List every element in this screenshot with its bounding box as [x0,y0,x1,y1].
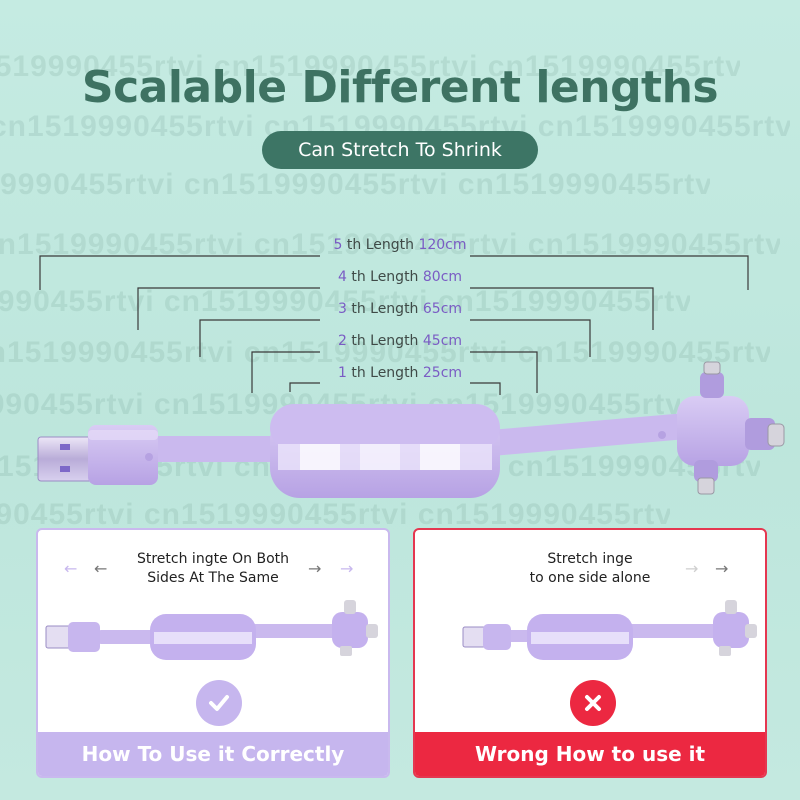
cable-strip-right [459,413,691,459]
correct-usage-instruction: Stretch ingte On Both Sides At The Same [38,550,388,588]
watermark: cn1519990455rtvi cn1519990455rtvi cn1519… [0,50,740,83]
watermark: cn1519990455rtvi cn1519990455rtvi cn1519… [0,336,770,369]
length-3-label: 3 th Length 65cm [337,301,463,317]
bracket-5 [39,255,749,290]
page-title: Scalable Different lengths [81,62,719,113]
wrong-badge [570,680,616,726]
bracket-3 [199,319,591,357]
watermark: cn1519990455rtvi cn1519990455rtvi cn1519… [0,168,710,201]
wrong-line-2: to one side alone [529,570,651,586]
correct-line-2: Sides At The Same [147,570,279,586]
arrow-right-icon: → [685,559,699,578]
subtitle-text: Can Stretch To Shrink [298,139,502,161]
arrow-left-icon: ← [64,559,78,578]
subtitle-pill: Can Stretch To Shrink [262,131,538,169]
cable-strip-left [150,436,285,462]
length-brackets [39,255,749,395]
length-1-label: 1 th Length 25cm [337,365,463,381]
correct-badge [196,680,242,726]
length-4-label: 4 th Length 80cm [337,269,463,285]
length-2-label: 2 th Length 45cm [337,333,463,349]
wrong-footer-text: Wrong How to use it [474,742,706,766]
correct-usage-footer: How To Use it Correctly [38,732,388,776]
arrow-left-icon: ← [94,559,108,578]
wrong-usage-panel: Stretch inge to one side alone → → Wrong… [413,528,767,778]
correct-footer-text: How To Use it Correctly [81,742,345,766]
x-icon [585,695,601,711]
length-5-label: 5 th Length 120cm [333,237,467,253]
check-icon [209,695,229,711]
wrong-line-1: Stretch inge [547,551,633,567]
watermark: cn1519990455rtvi cn1519990455rtvi cn1519… [0,498,670,531]
wrong-usage-instruction: Stretch inge to one side alone [415,550,765,588]
bracket-2 [251,351,538,393]
arrow-right-icon: → [715,559,729,578]
correct-usage-panel: Stretch ingte On Both Sides At The Same … [36,528,390,778]
arrow-right-icon: → [308,559,322,578]
bracket-4 [137,287,654,330]
cable-illustration-small [462,600,757,660]
bracket-1 [289,382,501,395]
cable-illustration [37,361,785,498]
arrow-right-icon: → [340,559,354,578]
wrong-usage-footer: Wrong How to use it [415,732,765,776]
correct-line-1: Stretch ingte On Both [136,551,290,567]
multi-connector [677,396,749,466]
watermark: cn1519990455rtvi cn1519990455rtvi cn1519… [0,285,690,318]
cable-illustration-small [45,600,378,660]
usb-a-plug [37,436,97,482]
